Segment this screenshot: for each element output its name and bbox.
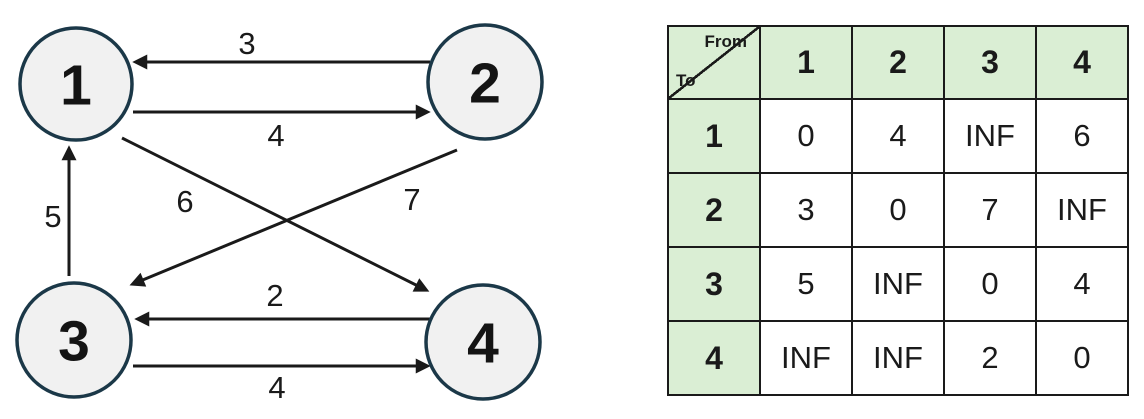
matrix-corner-cell: From To xyxy=(667,25,761,100)
graph-node-1: 1 xyxy=(18,26,134,142)
matrix-cell-2-3: 7 xyxy=(943,172,1037,248)
edge-weight-1-to-4: 6 xyxy=(176,184,193,219)
matrix-cell-2-1: 3 xyxy=(759,172,853,248)
matrix-cell-1-3: INF xyxy=(943,98,1037,174)
corner-from-label: From xyxy=(704,32,748,51)
matrix-row-1: 1 0 4 INF 6 xyxy=(667,98,1129,174)
matrix-row-header-4: 4 xyxy=(667,320,761,396)
node-3-circle xyxy=(15,281,133,399)
matrix-row-3: 3 5 INF 0 4 xyxy=(667,246,1129,322)
matrix-col-header-4: 4 xyxy=(1035,25,1129,100)
edge-weight-2-to-1: 3 xyxy=(238,26,255,61)
matrix-row-4: 4 INF INF 2 0 xyxy=(667,320,1129,396)
edge-weight-1-to-2: 4 xyxy=(267,118,284,153)
node-2-label: 2 xyxy=(469,52,501,116)
matrix-cell-3-4: 4 xyxy=(1035,246,1129,322)
edge-weight-4-to-3: 2 xyxy=(266,278,283,313)
node-2-circle xyxy=(426,23,544,141)
matrix-cell-2-2: 0 xyxy=(851,172,945,248)
matrix-cell-3-2: INF xyxy=(851,246,945,322)
matrix-cell-1-4: 6 xyxy=(1035,98,1129,174)
matrix-cell-1-2: 4 xyxy=(851,98,945,174)
matrix-cell-4-1: INF xyxy=(759,320,853,396)
edge-weight-2-to-3: 7 xyxy=(403,182,420,217)
matrix-col-header-3: 3 xyxy=(943,25,1037,100)
edge-weight-3-to-4: 4 xyxy=(268,370,285,405)
adjacency-matrix-table: From To 1 2 3 4 1 0 4 INF 6 2 3 0 7 INF xyxy=(667,25,1129,396)
matrix-row-2: 2 3 0 7 INF xyxy=(667,172,1129,248)
matrix-cell-4-4: 0 xyxy=(1035,320,1129,396)
edge-1-to-4 xyxy=(121,136,430,292)
matrix-col-header-1: 1 xyxy=(759,25,853,100)
graph-node-3: 3 xyxy=(15,281,133,399)
matrix-cell-2-4: INF xyxy=(1035,172,1129,248)
node-3-label: 3 xyxy=(58,310,90,374)
matrix-cell-4-2: INF xyxy=(851,320,945,396)
matrix-row-header-1: 1 xyxy=(667,98,761,174)
matrix-cell-3-1: 5 xyxy=(759,246,853,322)
matrix-row-header-3: 3 xyxy=(667,246,761,322)
matrix-col-header-2: 2 xyxy=(851,25,945,100)
matrix-cell-4-3: 2 xyxy=(943,320,1037,396)
node-1-label: 1 xyxy=(60,54,92,118)
node-1-circle xyxy=(18,26,134,142)
weighted-digraph: 3 4 5 6 7 2 4 1 2 3 4 xyxy=(15,23,544,405)
matrix-row-header-2: 2 xyxy=(667,172,761,248)
graph-node-2: 2 xyxy=(426,23,544,141)
corner-to-label: To xyxy=(676,71,696,90)
node-4-circle xyxy=(424,283,542,401)
edge-weight-3-to-1: 5 xyxy=(44,199,61,234)
matrix-cell-3-3: 0 xyxy=(943,246,1037,322)
node-4-label: 4 xyxy=(467,312,499,376)
matrix-header-row: From To 1 2 3 4 xyxy=(667,25,1129,100)
graph-node-4: 4 xyxy=(424,283,542,401)
matrix-cell-1-1: 0 xyxy=(759,98,853,174)
edge-2-to-3 xyxy=(129,148,458,287)
